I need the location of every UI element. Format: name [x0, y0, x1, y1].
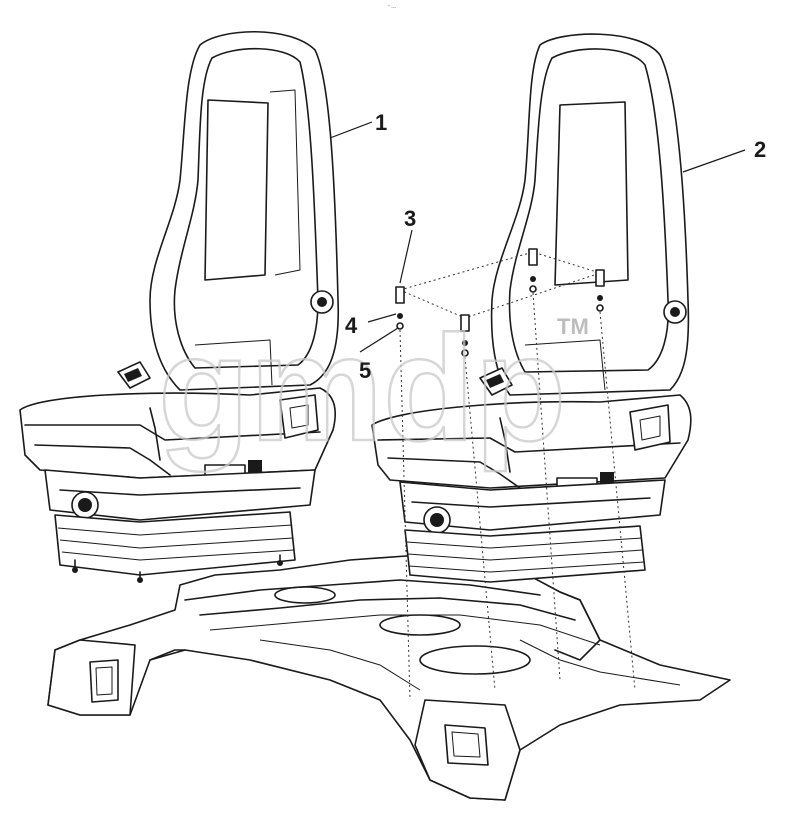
- header-mark: " ---: [388, 5, 396, 11]
- leader-lines: [329, 121, 746, 353]
- bolt-c: [595, 269, 605, 312]
- floor-frame: [47, 554, 731, 801]
- callout-1: 1: [375, 110, 387, 135]
- callout-2: 2: [754, 137, 766, 162]
- seat-right: [371, 33, 692, 583]
- svg-text:gmdp: gmdp: [158, 304, 566, 472]
- svg-text:TM: TM: [557, 314, 589, 339]
- fasteners: [395, 248, 636, 701]
- callout-labels: 1 2 3 4 5: [345, 110, 766, 383]
- callout-4: 4: [345, 313, 358, 338]
- bolt-3: [395, 286, 405, 330]
- bolt-b: [528, 248, 538, 293]
- callout-5: 5: [359, 358, 371, 383]
- bolt-d: [460, 314, 470, 357]
- seat-left: [19, 30, 340, 583]
- callout-3: 3: [404, 206, 416, 231]
- watermark: gmdp TM: [157, 303, 589, 474]
